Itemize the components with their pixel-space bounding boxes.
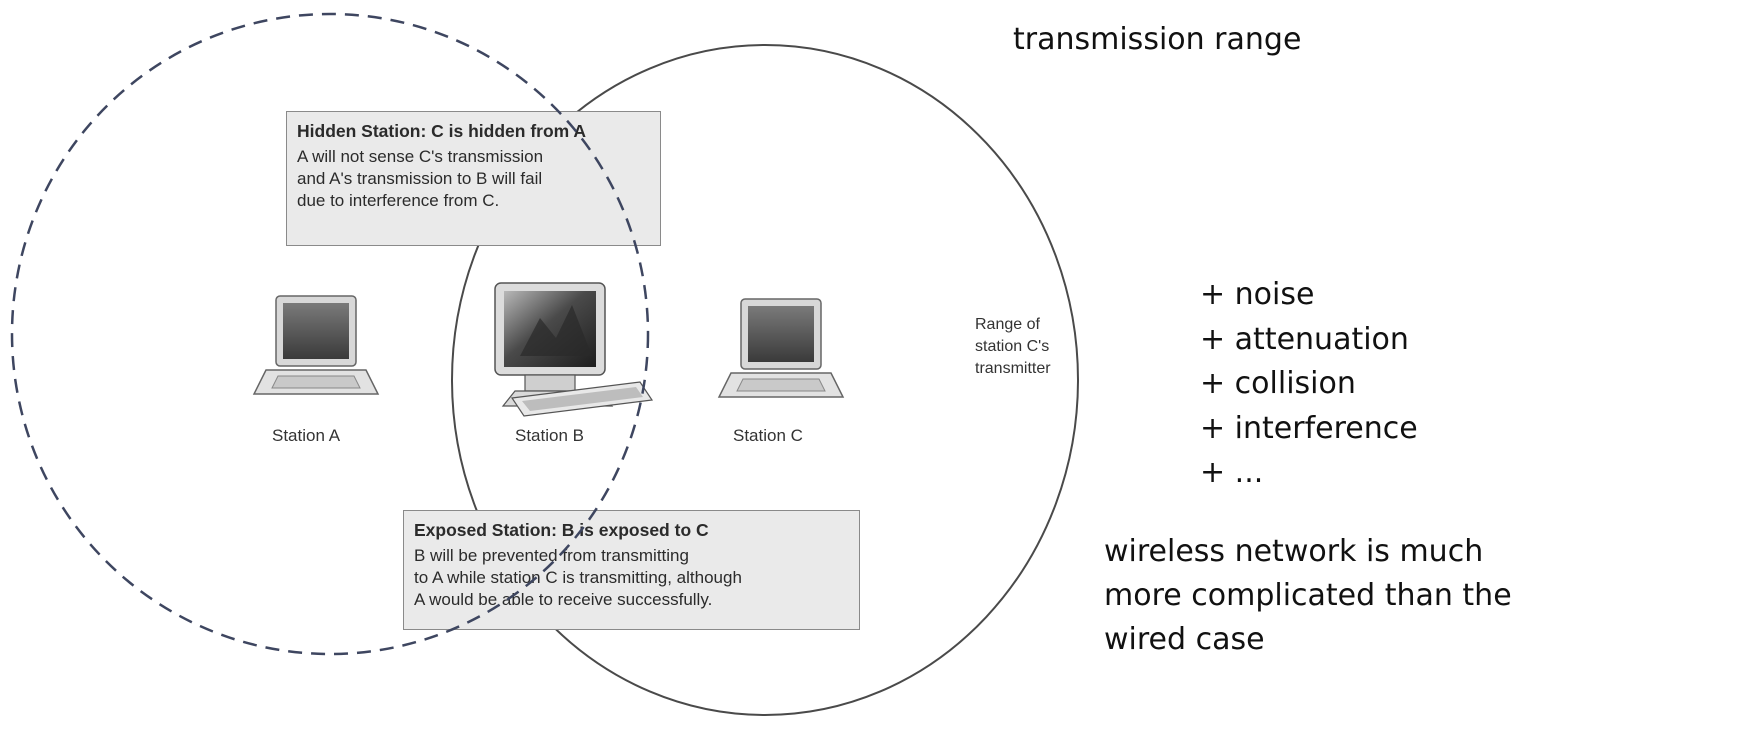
desktop-computer-icon-station-b bbox=[494, 282, 654, 417]
exposed-station-note: Exposed Station: B is exposed to C B wil… bbox=[403, 510, 860, 630]
exposed-station-line-2: to A while station C is transmitting, al… bbox=[414, 568, 742, 587]
factor-item: + noise bbox=[1200, 277, 1315, 312]
station-c-range-circle bbox=[451, 44, 1079, 716]
range-of-station-c-note: Range of station C's transmitter bbox=[975, 314, 1051, 380]
hidden-station-title: Hidden Station: C is hidden from A bbox=[297, 121, 587, 141]
factor-item: + collision bbox=[1200, 366, 1356, 401]
conclusion-line-3: wired case bbox=[1104, 622, 1265, 657]
hidden-station-line-1: A will not sense C's transmission bbox=[297, 147, 544, 166]
range-note-line-2: station C's bbox=[975, 338, 1050, 355]
range-note-line-3: transmitter bbox=[975, 360, 1051, 377]
factor-item: + ... bbox=[1200, 455, 1264, 490]
exposed-station-title: Exposed Station: B is exposed to C bbox=[414, 520, 709, 540]
factor-item: + interference bbox=[1200, 410, 1418, 446]
transmission-range-label: transmission range bbox=[1013, 22, 1302, 57]
station-c-label: Station C bbox=[733, 426, 803, 445]
hidden-station-line-3: due to interference from C. bbox=[297, 191, 500, 210]
station-a-label: Station A bbox=[272, 426, 341, 445]
range-note-line-1: Range of bbox=[975, 316, 1040, 333]
hidden-station-line-2: and A's transmission to B will fail bbox=[297, 169, 543, 188]
conclusion-text: wireless network is much more complicate… bbox=[1104, 530, 1512, 662]
station-b-label: Station B bbox=[515, 426, 584, 445]
conclusion-line-2: more complicated than the bbox=[1104, 578, 1512, 613]
factors-list: + noise + attenuation + collision + inte… bbox=[1200, 273, 1418, 496]
station-a-range-circle bbox=[10, 12, 650, 656]
hidden-station-note: Hidden Station: C is hidden from A A wil… bbox=[286, 111, 661, 246]
exposed-station-line-1: B will be prevented from transmitting bbox=[414, 546, 689, 565]
laptop-icon-station-a bbox=[252, 295, 380, 395]
laptop-icon-station-c bbox=[717, 298, 845, 398]
factor-item: + attenuation bbox=[1200, 321, 1409, 357]
conclusion-line-1: wireless network is much bbox=[1104, 534, 1484, 569]
exposed-station-line-3: A would be able to receive successfully. bbox=[414, 590, 713, 609]
